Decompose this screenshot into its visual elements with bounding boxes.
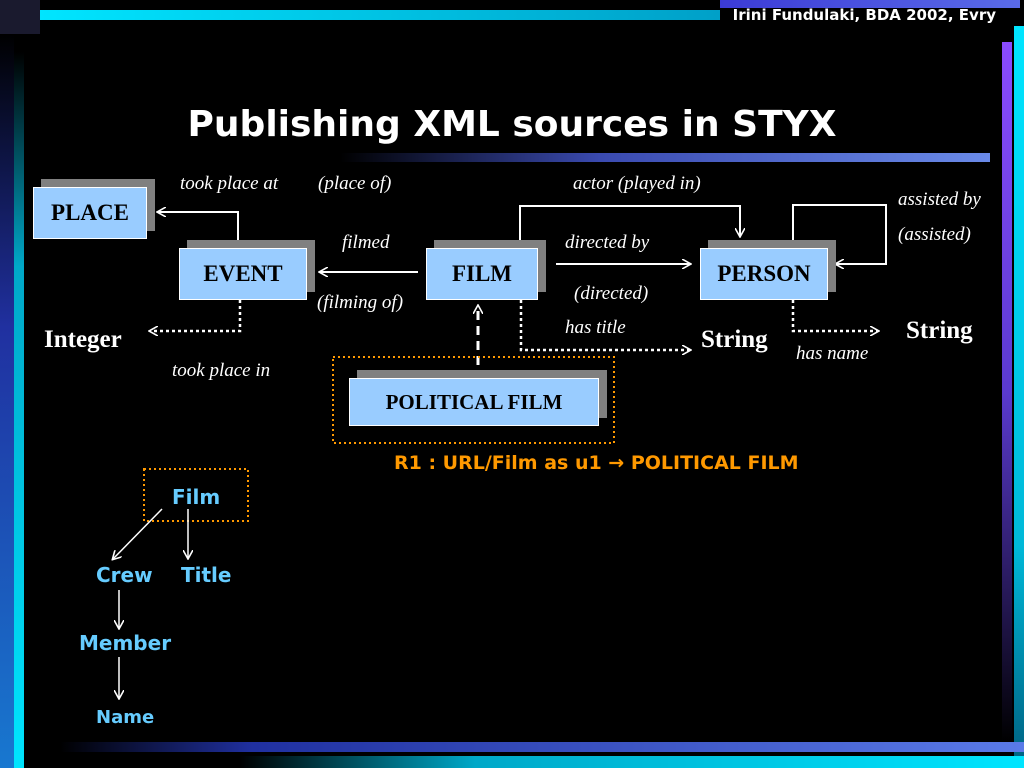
mapping-rule: R1 : URL/Film as u1 → POLITICAL FILM bbox=[394, 452, 799, 474]
edge-actor bbox=[519, 205, 740, 240]
label-place-of: (place of) bbox=[318, 173, 392, 194]
slide-title: Publishing XML sources in STYX bbox=[187, 104, 837, 145]
label-has-title: has title bbox=[565, 317, 626, 338]
string-type-title: String bbox=[701, 326, 768, 353]
label-assisted: (assisted) bbox=[898, 224, 971, 245]
bottom-bar-cyan bbox=[240, 756, 1024, 768]
edge-has-name bbox=[791, 300, 878, 331]
event-node: EVENT bbox=[179, 248, 307, 300]
tree-node-title: Title bbox=[181, 563, 232, 587]
selection-film-element bbox=[143, 468, 249, 522]
person-node: PERSON bbox=[700, 248, 828, 300]
top-bar-left bbox=[0, 0, 40, 34]
left-bar-cyan bbox=[14, 52, 24, 768]
tree-node-member: Member bbox=[79, 631, 172, 655]
label-has-name: has name bbox=[796, 343, 869, 364]
top-bar-blue bbox=[720, 0, 1020, 8]
right-bar-cyan bbox=[1014, 26, 1024, 768]
tree-edge-film-crew bbox=[113, 508, 163, 559]
edge-took-place-at bbox=[158, 212, 239, 240]
left-bar-blue bbox=[0, 34, 14, 768]
political-film-node: POLITICAL FILM bbox=[349, 378, 599, 426]
tree-node-crew: Crew bbox=[96, 563, 153, 587]
right-bar-purple bbox=[1002, 42, 1012, 742]
tree-node-film: Film bbox=[172, 485, 221, 509]
tree-node-name: Name bbox=[96, 707, 155, 728]
label-actor: actor (played in) bbox=[573, 173, 701, 194]
label-filmed: filmed bbox=[342, 232, 390, 253]
edge-has-title bbox=[519, 300, 690, 350]
label-directed-by: directed by bbox=[565, 232, 650, 253]
label-assisted-by: assisted by bbox=[898, 189, 981, 210]
selection-political-film bbox=[332, 356, 615, 444]
edge-assisted-by bbox=[792, 204, 887, 264]
place-node: PLACE bbox=[33, 187, 147, 239]
label-took-place-in: took place in bbox=[172, 360, 271, 381]
string-type-name: String bbox=[906, 317, 973, 344]
integer-type: Integer bbox=[44, 326, 122, 353]
author-credit: Irini Fundulaki, BDA 2002, Evry bbox=[732, 6, 996, 24]
top-bar-cyan bbox=[40, 10, 720, 20]
film-node: FILM bbox=[426, 248, 538, 300]
label-took-place-at: took place at bbox=[180, 173, 279, 194]
edge-took-place-in bbox=[150, 300, 242, 331]
label-directed: (directed) bbox=[574, 283, 649, 304]
bottom-bar-blue bbox=[60, 742, 1024, 752]
title-underline bbox=[340, 153, 990, 162]
label-filming-of: (filming of) bbox=[317, 292, 404, 313]
